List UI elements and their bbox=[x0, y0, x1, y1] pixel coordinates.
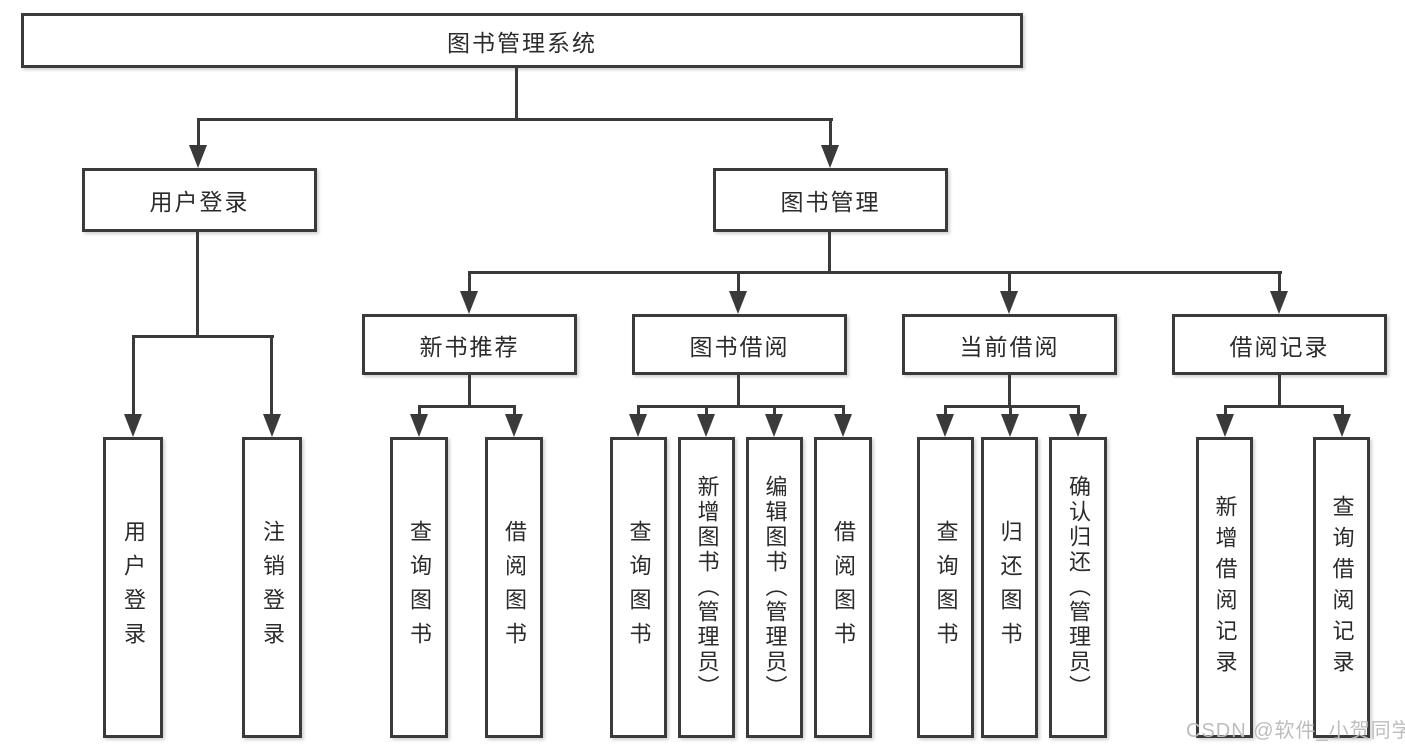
connector-groupA-drop2 bbox=[513, 405, 516, 417]
node-user-login: 用户登录 bbox=[82, 168, 317, 232]
arrowhead-cb-query bbox=[936, 414, 954, 437]
node-nb-borrow-books-label: 借阅图书 bbox=[502, 519, 527, 656]
node-cb-return-books-label: 归还图书 bbox=[997, 519, 1023, 656]
node-br-query-record-label: 查询借阅记录 bbox=[1329, 494, 1355, 681]
connector-bookmgmt-stem bbox=[828, 232, 831, 274]
node-current-borrow: 当前借阅 bbox=[902, 314, 1117, 375]
node-cb-query-books-label: 查询图书 bbox=[933, 519, 959, 656]
node-current-borrow-label: 当前借阅 bbox=[959, 333, 1060, 360]
node-new-books-label: 新书推荐 bbox=[419, 333, 520, 360]
node-bb-add-books: 新增图书（管理员） bbox=[678, 437, 735, 738]
connector-groupA-stem bbox=[468, 374, 471, 408]
node-root: 图书管理系统 bbox=[21, 13, 1023, 68]
arrowhead-logout bbox=[263, 414, 281, 437]
connector-groupB-stem bbox=[737, 374, 740, 408]
arrowhead-nb-borrow bbox=[505, 414, 523, 437]
node-logout: 注销登录 bbox=[242, 437, 302, 738]
connector-root-stem bbox=[515, 68, 518, 120]
connector-groupA-bar bbox=[418, 405, 516, 408]
arrowhead-bb-add bbox=[697, 414, 715, 437]
connector-groupB-drop1 bbox=[637, 405, 640, 417]
node-root-label: 图书管理系统 bbox=[447, 29, 597, 56]
connector-groupC-drop2 bbox=[1009, 405, 1012, 417]
node-new-books: 新书推荐 bbox=[362, 314, 577, 375]
connector-drop-new-books bbox=[468, 271, 471, 291]
connector-drop-borrow-records bbox=[1278, 271, 1281, 291]
connector-groupA-drop1 bbox=[418, 405, 421, 417]
node-nb-query-books-label: 查询图书 bbox=[407, 519, 432, 656]
connector-userlogin-drop-right bbox=[270, 335, 273, 415]
node-bb-borrow-books-label: 借阅图书 bbox=[831, 519, 856, 656]
connector-groupD-stem bbox=[1278, 374, 1281, 408]
arrowhead-bb-edit bbox=[765, 414, 783, 437]
node-cb-query-books: 查询图书 bbox=[917, 437, 974, 738]
arrowhead-cb-return bbox=[1001, 414, 1019, 437]
node-bb-query-books: 查询图书 bbox=[610, 437, 667, 738]
connector-groupD-drop2 bbox=[1341, 405, 1344, 417]
arrowhead-br-query bbox=[1333, 414, 1351, 437]
node-cb-confirm-return: 确认归还（管理员） bbox=[1049, 437, 1107, 738]
node-br-add-record-label: 新增借阅记录 bbox=[1212, 494, 1238, 681]
node-login: 用户登录 bbox=[103, 437, 163, 738]
arrowhead-book-management bbox=[821, 145, 839, 168]
csdn-watermark: CSDN @软件_小贺同学 bbox=[1186, 720, 1405, 742]
node-bb-edit-books-label: 编辑图书（管理员） bbox=[762, 475, 788, 700]
connector-userlogin-drop-left bbox=[132, 335, 135, 415]
node-cb-return-books: 归还图书 bbox=[981, 437, 1038, 738]
connector-groupB-bar bbox=[637, 405, 845, 408]
node-br-query-record: 查询借阅记录 bbox=[1313, 437, 1370, 738]
connector-groupB-drop3 bbox=[773, 405, 776, 417]
node-logout-label: 注销登录 bbox=[260, 519, 285, 656]
connector-root-bar bbox=[197, 118, 833, 121]
node-bb-edit-books: 编辑图书（管理员） bbox=[746, 437, 803, 738]
connector-groupC-bar bbox=[944, 405, 1080, 408]
connector-groupB-drop4 bbox=[842, 405, 845, 417]
node-book-management: 图书管理 bbox=[713, 168, 948, 232]
node-br-add-record: 新增借阅记录 bbox=[1196, 437, 1253, 738]
connector-groupD-bar bbox=[1224, 405, 1344, 408]
connector-groupC-stem bbox=[1008, 374, 1011, 408]
node-nb-borrow-books: 借阅图书 bbox=[485, 437, 543, 738]
connector-bookmgmt-bar bbox=[468, 271, 1282, 274]
arrowhead-bb-borrow bbox=[834, 414, 852, 437]
arrowhead-book-borrow bbox=[729, 291, 747, 314]
node-book-borrow-label: 图书借阅 bbox=[689, 333, 790, 360]
connector-groupC-drop3 bbox=[1077, 405, 1080, 417]
arrowhead-cb-confirm bbox=[1069, 414, 1087, 437]
node-login-label: 用户登录 bbox=[121, 519, 146, 656]
arrowhead-borrow-records bbox=[1270, 291, 1288, 314]
arrowhead-br-add bbox=[1216, 414, 1234, 437]
arrowhead-user-login bbox=[189, 145, 207, 168]
node-borrow-records-label: 借阅记录 bbox=[1229, 333, 1330, 360]
node-bb-query-books-label: 查询图书 bbox=[626, 519, 652, 656]
arrowhead-current-borrow bbox=[1000, 291, 1018, 314]
node-bb-borrow-books: 借阅图书 bbox=[814, 437, 872, 738]
connector-groupB-drop2 bbox=[705, 405, 708, 417]
node-cb-confirm-return-label: 确认归还（管理员） bbox=[1066, 475, 1091, 700]
connector-groupC-drop1 bbox=[944, 405, 947, 417]
arrowhead-nb-query bbox=[410, 414, 428, 437]
node-borrow-records: 借阅记录 bbox=[1172, 314, 1387, 375]
connector-drop-book-borrow bbox=[737, 271, 740, 291]
node-bb-add-books-label: 新增图书（管理员） bbox=[694, 475, 720, 700]
connector-userlogin-stem bbox=[196, 232, 199, 338]
connector-drop-current-borrow bbox=[1008, 271, 1011, 291]
node-nb-query-books: 查询图书 bbox=[390, 437, 448, 738]
arrowhead-login bbox=[124, 414, 142, 437]
connector-userlogin-bar bbox=[132, 335, 274, 338]
connector-root-drop-left bbox=[197, 118, 200, 146]
arrowhead-bb-query bbox=[629, 414, 647, 437]
node-book-borrow: 图书借阅 bbox=[632, 314, 847, 375]
node-user-login-label: 用户登录 bbox=[149, 189, 250, 215]
node-book-management-label: 图书管理 bbox=[780, 189, 881, 215]
connector-groupD-drop1 bbox=[1224, 405, 1227, 417]
arrowhead-new-books bbox=[460, 291, 478, 314]
connector-root-drop-right bbox=[829, 118, 832, 146]
